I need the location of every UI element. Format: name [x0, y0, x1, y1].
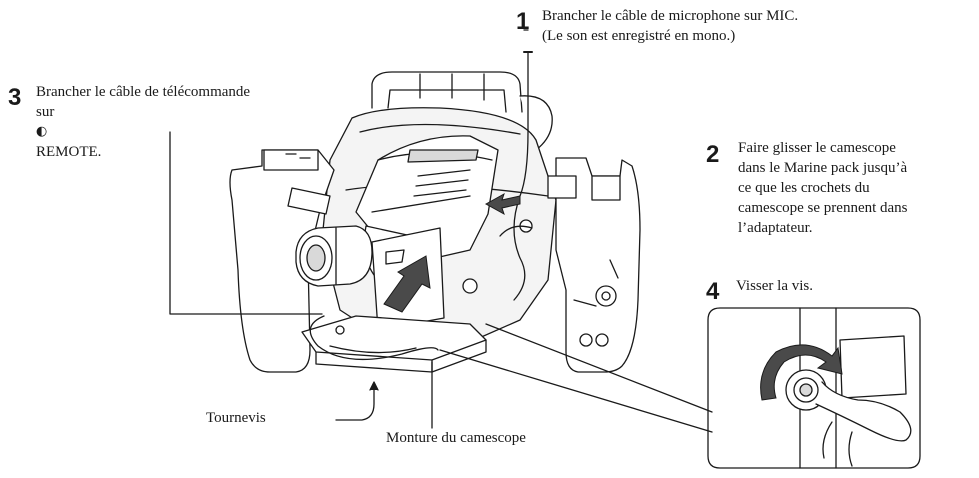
step-2-number: 2	[706, 141, 720, 168]
camcorder-lens	[295, 225, 373, 287]
step-2-caption: Faire glisser le camescope dans le Marin…	[738, 138, 908, 238]
mic-cable	[513, 51, 529, 301]
remote-jack-icon: ◐	[36, 124, 48, 139]
step-1-number: 1	[516, 8, 530, 35]
screw-closeup-inset	[707, 307, 921, 469]
step-3-line-2-prefix: sur	[36, 104, 55, 120]
step-3-line-2-text: REMOTE.	[36, 144, 102, 160]
camcorder-screw	[462, 219, 533, 294]
push-arrow-icon	[383, 255, 431, 313]
step-1-line-1: Brancher le câble de microphone sur MIC.	[542, 8, 799, 24]
camcorder-mount	[301, 315, 487, 373]
step-1-caption: Brancher le câble de microphone sur MIC.…	[542, 6, 798, 46]
step-3-number: 3	[8, 84, 22, 111]
inset-leader-bottom	[439, 349, 713, 433]
step-4-caption: Visser la vis.	[736, 276, 813, 296]
rotate-arrow-icon	[760, 344, 843, 401]
leader-step-3	[169, 131, 323, 315]
screwdriver-label: Tournevis	[206, 410, 266, 426]
step-2-line-4: camescope se prennent dans	[738, 200, 908, 216]
remote-cable	[309, 315, 439, 361]
step-4-number: 4	[706, 278, 720, 305]
right-grip	[547, 157, 641, 373]
leader-screwdriver	[335, 383, 375, 421]
step-2-line-1: Faire glisser le camescope	[738, 140, 896, 156]
step-3-line-2: sur ◐ REMOTE.	[36, 102, 250, 162]
step-2-line-2: dans le Marine pack jusqu’à	[738, 160, 908, 176]
step-1-line-2: (Le son est enregistré en mono.)	[542, 28, 736, 44]
step-3-caption: Brancher le câble de télécommande sur ◐ R…	[36, 82, 250, 162]
step-3-line-1: Brancher le câble de télécommande	[36, 84, 251, 100]
camcorder-mount-label: Monture du camescope	[386, 430, 526, 446]
step-2-line-5: l’adaptateur.	[738, 220, 813, 236]
left-grip	[229, 149, 335, 373]
inset-leader-top	[485, 323, 713, 413]
housing-top-handle	[371, 71, 553, 151]
slide-arrow-icon	[484, 192, 521, 216]
step-2-line-3: ce que les crochets du	[738, 180, 870, 196]
step-4-line-1: Visser la vis.	[736, 278, 814, 294]
